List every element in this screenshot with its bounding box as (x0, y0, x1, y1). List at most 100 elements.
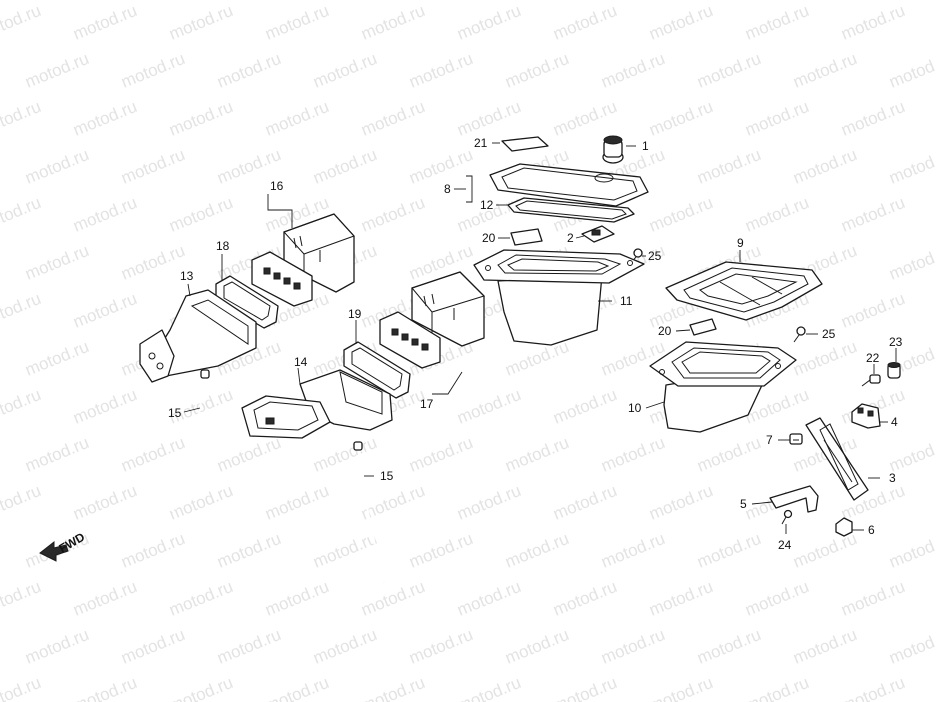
watermark-text: motod.ru (646, 193, 715, 236)
watermark-text: motod.ru (454, 1, 523, 44)
watermark-text: motod.ru (550, 577, 619, 620)
callout-4: 4 (891, 415, 898, 429)
watermark-text: motod.ru (358, 673, 427, 702)
callout-11: 11 (620, 294, 633, 308)
watermark-text: motod.ru (454, 97, 523, 140)
watermark-text: motod.ru (406, 49, 475, 92)
watermark-text: motod.ru (646, 673, 715, 702)
watermark-text: motod.ru (358, 97, 427, 140)
part-25-screw-lower (793, 326, 806, 343)
watermark-text: motod.ru (70, 1, 139, 44)
watermark-text: motod.ru (838, 577, 907, 620)
callout-15-center: 15 (380, 469, 394, 483)
callout-2: 2 (567, 231, 574, 245)
callout-20-upper: 20 (482, 231, 496, 245)
fwd-arrow (39, 540, 69, 562)
part-19-gasket (343, 341, 411, 399)
watermark-text: motod.ru (454, 481, 523, 524)
callout-12: 12 (480, 198, 494, 212)
watermark-text: motod.ru (886, 49, 936, 92)
watermark-text: motod.ru (742, 1, 811, 44)
watermark-text: motod.ru (886, 433, 936, 476)
watermark-text: motod.ru (22, 145, 91, 188)
watermark-text: motod.ru (118, 625, 187, 668)
callout-14: 14 (294, 355, 308, 369)
callout-15-left: 15 (168, 406, 182, 420)
callout-8: 8 (444, 182, 451, 196)
watermark-text: motod.ru (838, 289, 907, 332)
part-7-clamp (789, 433, 803, 445)
watermark-text: motod.ru (502, 433, 571, 476)
callout-25-upper: 25 (648, 249, 662, 263)
watermark-text: motod.ru (214, 625, 283, 668)
watermark-text: motod.ru (598, 529, 667, 572)
watermark-text: motod.ru (886, 241, 936, 284)
watermark-text: motod.ru (406, 625, 475, 668)
watermark-text: motod.ru (742, 673, 811, 702)
part-12-seal (507, 197, 635, 223)
watermark-text: motod.ru (118, 529, 187, 572)
watermark-text: motod.ru (790, 49, 859, 92)
watermark-text: motod.ru (502, 529, 571, 572)
watermark-text: motod.ru (550, 385, 619, 428)
callout-13: 13 (180, 269, 194, 283)
watermark-text: motod.ru (454, 385, 523, 428)
watermark-text: motod.ru (0, 97, 44, 140)
watermark-text: motod.ru (502, 49, 571, 92)
watermark-text: motod.ru (118, 241, 187, 284)
watermark-text: motod.ru (646, 1, 715, 44)
watermark-text: motod.ru (598, 49, 667, 92)
callout-23: 23 (889, 335, 903, 349)
callout-9: 9 (737, 236, 744, 250)
watermark-text: motod.ru (0, 1, 44, 44)
watermark-text: motod.ru (550, 481, 619, 524)
callout-labels: 21 1 8 12 20 2 25 11 9 20 25 10 23 22 4 … (168, 136, 903, 552)
callout-3: 3 (889, 471, 896, 485)
part-15-tube-center (353, 441, 385, 583)
watermark-text: motod.ru (406, 433, 475, 476)
watermark-text: motod.ru (70, 481, 139, 524)
watermark-text: motod.ru (70, 97, 139, 140)
watermark-text: motod.ru (310, 625, 379, 668)
watermark-text: motod.ru (646, 97, 715, 140)
watermark-text: motod.ru (70, 385, 139, 428)
watermark-text: motod.ru (550, 1, 619, 44)
watermark-text: motod.ru (310, 145, 379, 188)
callout-19: 19 (348, 307, 362, 321)
watermark-text: motod.ru (0, 673, 44, 702)
callout-6: 6 (868, 523, 875, 537)
watermark-text: motod.ru (694, 529, 763, 572)
watermark-text: motod.ru (310, 433, 379, 476)
watermark-text: motod.ru (742, 193, 811, 236)
part-6-nut (835, 517, 853, 537)
callout-1: 1 (642, 139, 649, 153)
watermark-text: motod.ru (0, 481, 44, 524)
part-20-label-lower (689, 318, 717, 336)
watermark-text: motod.ru (598, 433, 667, 476)
watermark-text: motod.ru (262, 577, 331, 620)
callout-16: 16 (270, 179, 284, 193)
watermark-text: motod.ru (790, 145, 859, 188)
watermark-text: motod.ru (262, 673, 331, 702)
watermark-text: motod.ru (358, 577, 427, 620)
watermark-text: motod.ru (790, 625, 859, 668)
part-1-grommet (602, 135, 624, 164)
watermark-text: motod.ru (646, 481, 715, 524)
watermark-text: motod.ru (742, 577, 811, 620)
watermark-text: motod.ru (358, 193, 427, 236)
part-22-bolt (861, 374, 881, 387)
callout-20-lower: 20 (658, 324, 672, 338)
watermark-text: motod.ru (70, 289, 139, 332)
watermark-text: motod.ru (0, 193, 44, 236)
watermark-text: motod.ru (886, 145, 936, 188)
watermark-text: motod.ru (838, 97, 907, 140)
watermark-text: motod.ru (838, 673, 907, 702)
callout-25-lower: 25 (822, 327, 836, 341)
watermark-text: motod.ru (166, 97, 235, 140)
watermark-text: motod.ru (262, 481, 331, 524)
watermark-text: motod.ru (214, 433, 283, 476)
watermark-text: motod.ru (166, 673, 235, 702)
watermark-text: motod.ru (118, 433, 187, 476)
watermark-text: motod.ru (166, 1, 235, 44)
part-8-top-cover (489, 163, 649, 207)
